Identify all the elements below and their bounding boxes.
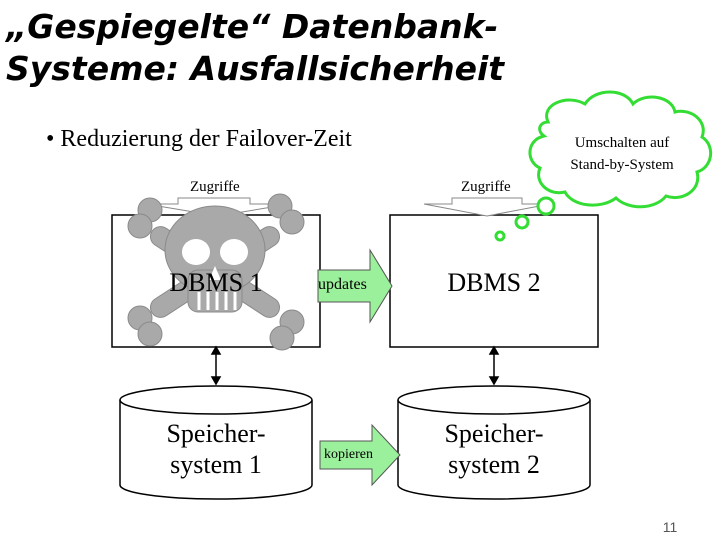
thought-line-1: Umschalten auf [574, 135, 670, 151]
storage-2-label: Speicher- system 2 [398, 418, 590, 480]
storage-2-cylinder [397, 385, 591, 500]
copy-label: kopieren [324, 447, 373, 462]
updates-label: updates [318, 276, 367, 293]
connector-left [210, 345, 222, 386]
storage-1-cylinder [119, 385, 313, 500]
storage-1-label-line-1: Speicher- [166, 419, 266, 448]
access-label-right: Zugriffe [461, 179, 511, 195]
thought-cloud [528, 90, 713, 209]
skull-crossbones-icon [127, 193, 305, 351]
slide-title: „Gespiegelte“ Datenbank- Systeme: Ausfal… [6, 6, 504, 90]
dbms-2-label: DBMS 2 [447, 268, 541, 297]
slide-title-line-2: Systeme: Ausfallsicherheit [6, 49, 505, 88]
storage-2-label-line-2: system 2 [448, 450, 540, 479]
storage-1-label-line-2: system 1 [170, 450, 262, 479]
access-arrow-right [423, 197, 551, 217]
thought-bubble-small [494, 230, 506, 242]
thought-cloud-text: Umschalten auf Stand-by-System [548, 132, 696, 176]
thought-bubble-large [536, 196, 556, 216]
updates-arrow [317, 248, 393, 324]
slide-title-line-1: „Gespiegelte“ Datenbank- [6, 7, 499, 46]
page-number: 11 [662, 519, 678, 535]
access-label-left: Zugriffe [190, 179, 240, 195]
storage-2-label-line-1: Speicher- [444, 419, 544, 448]
dbms-1-label: DBMS 1 [169, 268, 263, 297]
thought-bubble-medium [514, 214, 530, 230]
connector-right [488, 345, 500, 386]
copy-arrow [319, 423, 401, 487]
thought-line-2: Stand-by-System [570, 157, 674, 173]
bullet-failover: • Reduzierung der Failover-Zeit [46, 126, 352, 152]
storage-1-label: Speicher- system 1 [120, 418, 312, 480]
